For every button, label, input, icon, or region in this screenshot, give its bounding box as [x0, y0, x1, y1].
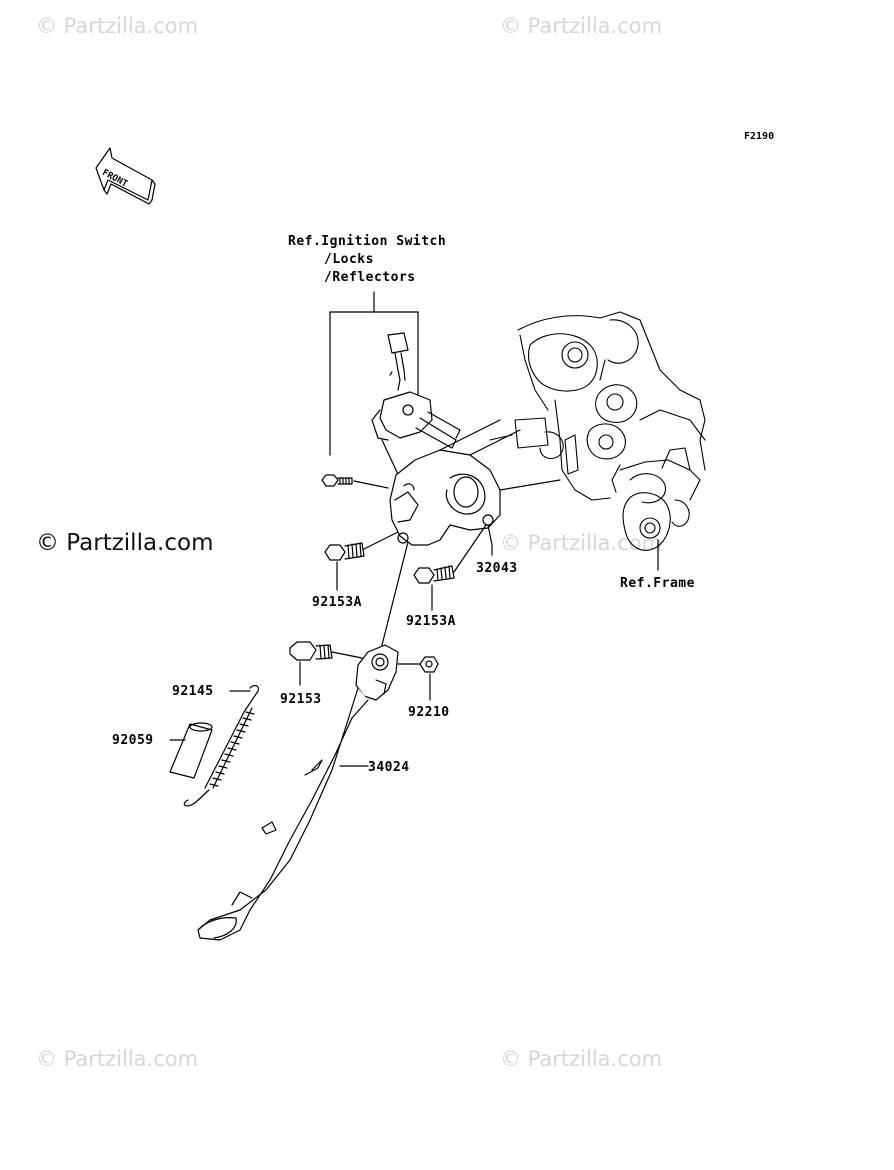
front-arrow-icon	[95, 147, 156, 205]
part-92153a-left: 92153A	[312, 595, 362, 610]
watermark-middle-right: © Partzilla.com	[500, 531, 663, 555]
spring-cover-92059	[169, 722, 213, 779]
part-92153: 92153	[280, 692, 322, 707]
part-34024: 34024	[368, 760, 410, 775]
watermark-top-right: © Partzilla.com	[500, 14, 663, 38]
stand-bracket-part	[389, 419, 561, 546]
ref-frame: Ref.Frame	[620, 576, 695, 591]
watermark-top-left: © Partzilla.com	[36, 14, 199, 38]
ref-ignition-bracket	[329, 291, 419, 456]
side-stand-part	[197, 371, 409, 941]
watermark-bottom-left: © Partzilla.com	[36, 1047, 199, 1071]
nut-92210	[397, 656, 439, 701]
pivot-bolt-92153	[289, 641, 363, 686]
leader-32043	[487, 524, 493, 556]
figure-code: F2190	[744, 131, 775, 142]
part-92059: 92059	[112, 733, 154, 748]
frame-outline	[489, 311, 706, 551]
switch-bolt-part	[321, 474, 389, 489]
ref-ignition-line1: Ref.Ignition Switch	[288, 234, 447, 249]
bolt-92153a-right	[413, 524, 487, 611]
watermark-main: © Partzilla.com	[36, 530, 214, 556]
bolt-92153a-left	[324, 531, 399, 591]
part-92153a-right: 92153A	[406, 614, 456, 629]
spring-92145	[183, 684, 260, 807]
ignition-switch-part	[371, 332, 461, 481]
part-92145: 92145	[172, 684, 214, 699]
ref-ignition-line3: /Reflectors	[324, 270, 416, 285]
watermark-bottom-right: © Partzilla.com	[500, 1047, 663, 1071]
part-32043: 32043	[476, 561, 518, 576]
part-92210: 92210	[408, 705, 450, 720]
ref-ignition-line2: /Locks	[324, 252, 374, 267]
